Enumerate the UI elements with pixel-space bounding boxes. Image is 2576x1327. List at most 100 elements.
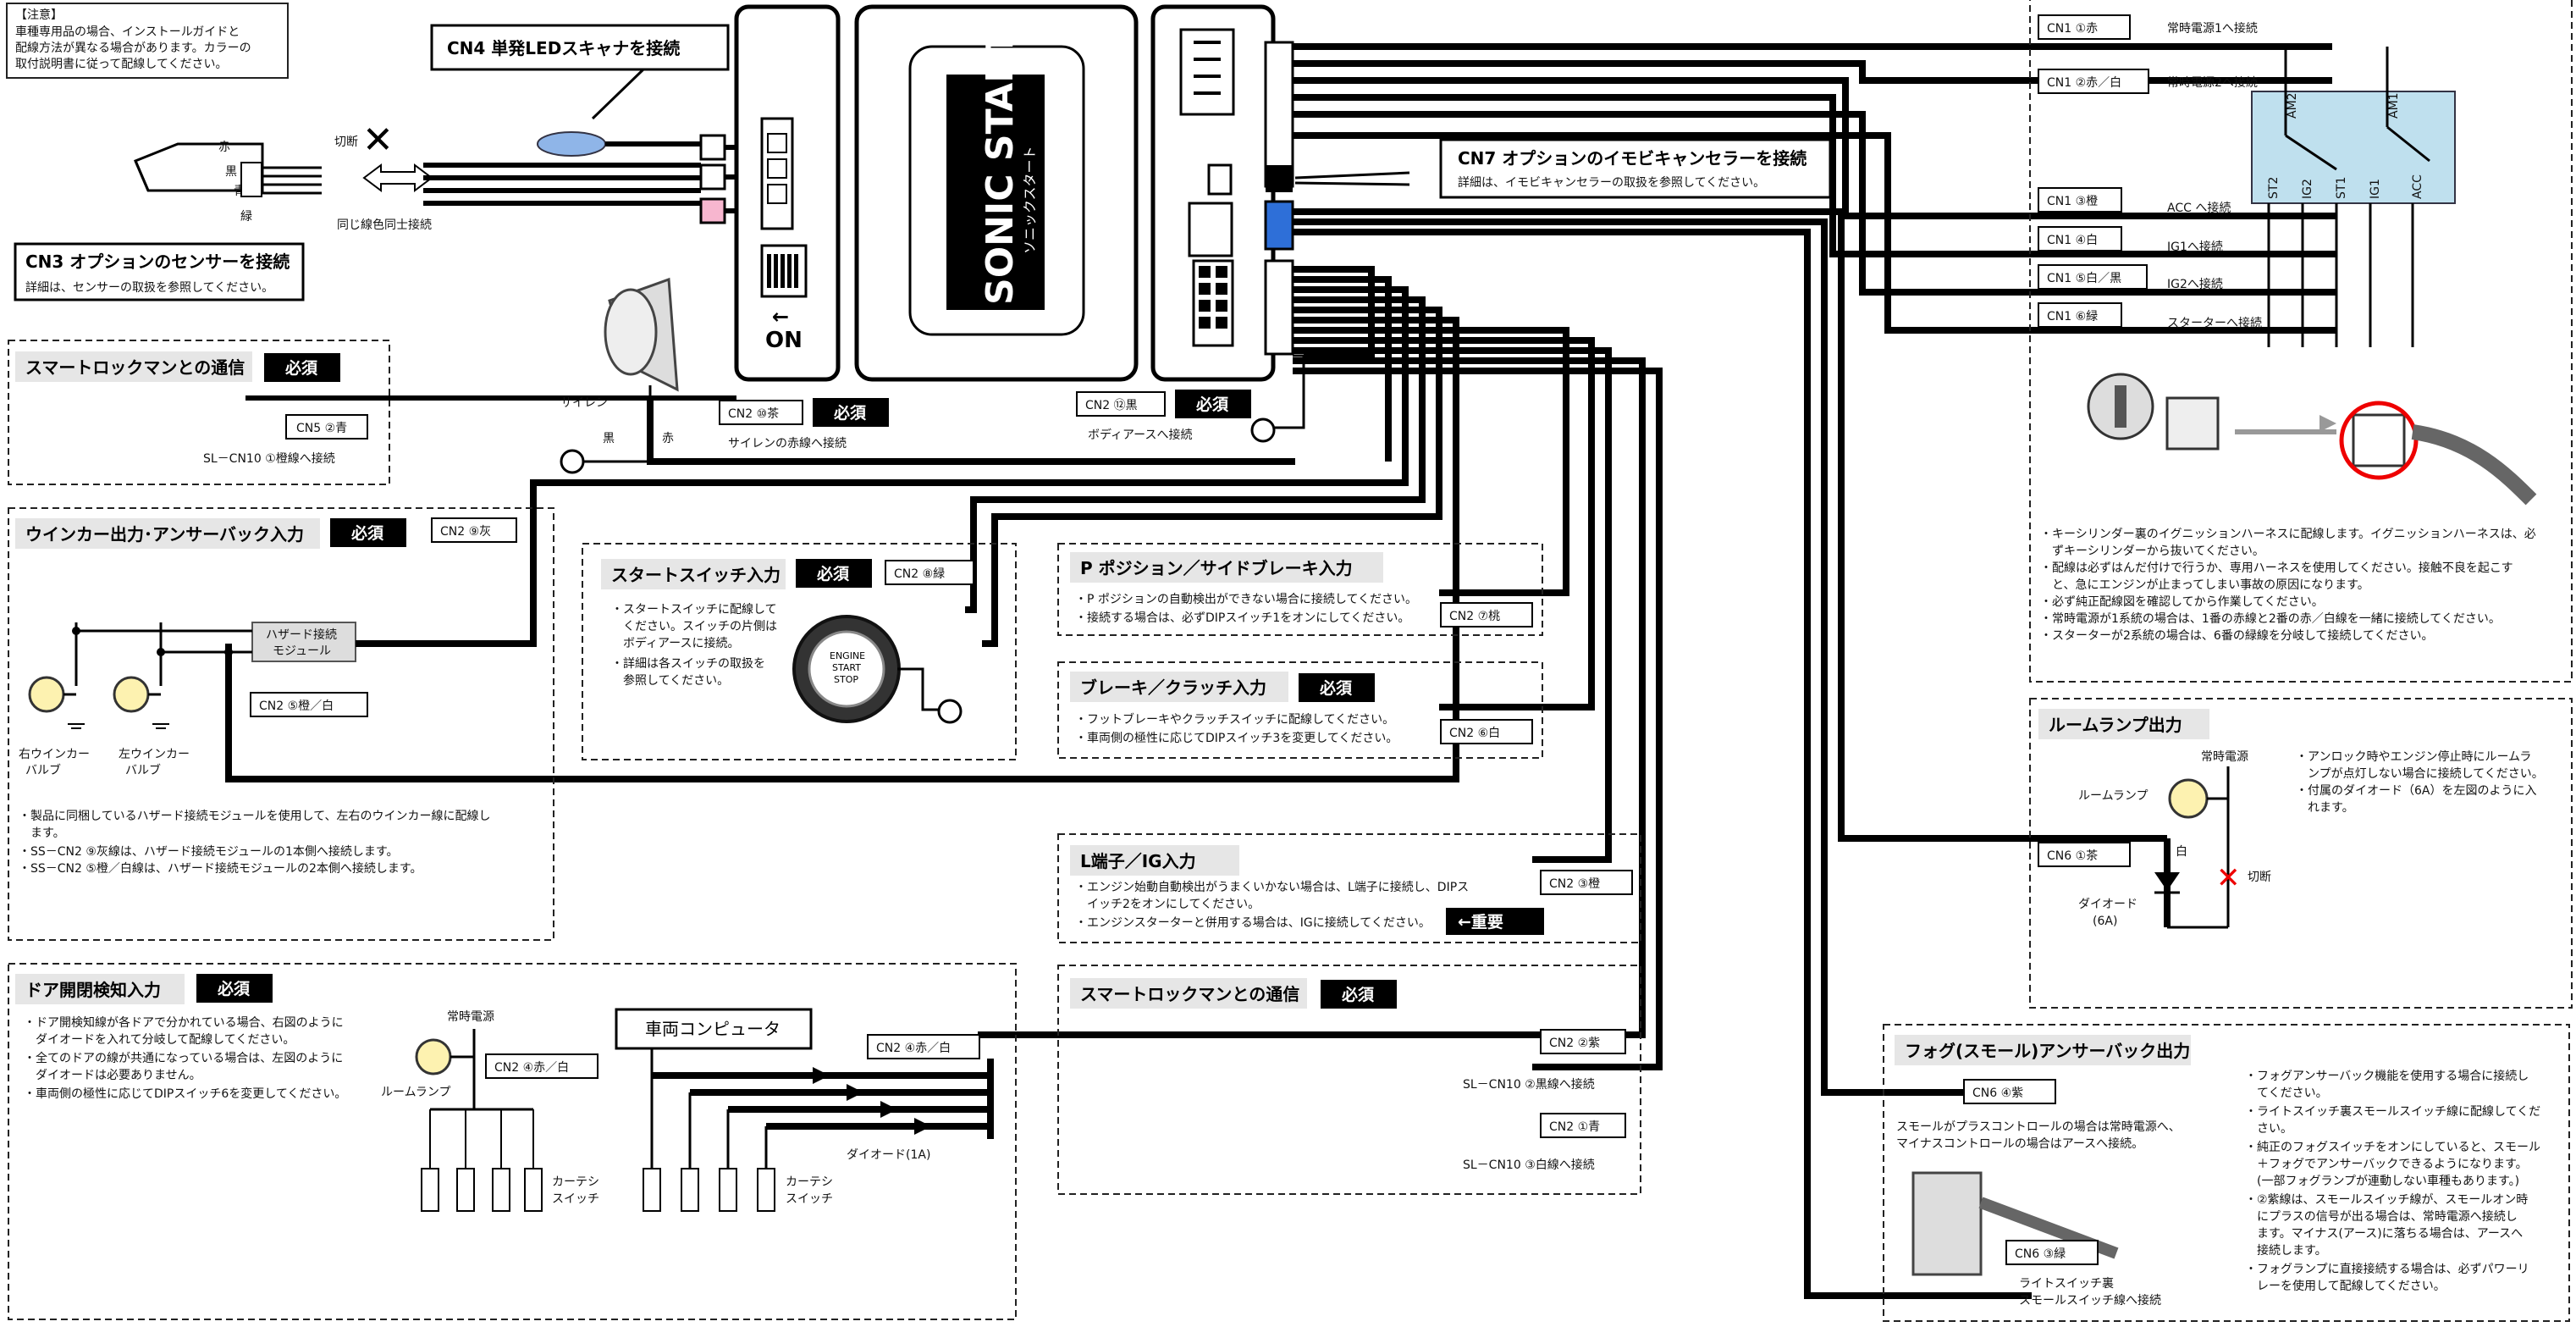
lterm-important: ←重要 (1458, 913, 1503, 932)
ppos-title: P ポジション／サイドブレーキ入力 (1080, 558, 1353, 578)
svg-text:・SS－CN2 ⑨灰線は、ハザード接続モジュールの1本側へ接: ・SS－CN2 ⑨灰線は、ハザード接続モジュールの1本側へ接続します。 (19, 844, 398, 859)
svg-text:・P ポジションの自動検出ができない場合に接続してください。: ・P ポジションの自動検出ができない場合に接続してください。 (1075, 592, 1417, 606)
cn3-title: CN3 オプションのセンサーを接続 (25, 252, 290, 272)
svg-text:AM2: AM2 (2286, 92, 2299, 119)
svg-text:バルブ: バルブ (125, 763, 161, 777)
unit-brand-kana: ソニックスタート (1022, 146, 1038, 254)
door-tag-right: CN2 ④赤／白 (876, 1042, 951, 1055)
svg-text:左ウインカー: 左ウインカー (119, 748, 190, 761)
svg-text:にプラスの信号が出る場合は、常時電源へ接続し: にプラスの信号が出る場合は、常時電源へ接続し (2245, 1209, 2518, 1224)
ground-ring-icon (1250, 417, 1276, 443)
svg-text:ダイオードを入れて分岐して配線してください。: ダイオードを入れて分岐して配線してください。 (24, 1033, 295, 1047)
svg-text:スイッチ: スイッチ (786, 1192, 833, 1206)
fog-title: フォグ(スモール)アンサーバック出力 (1905, 1041, 2190, 1061)
svg-text:・フットブレーキやクラッチスイッチに配線してください。: ・フットブレーキやクラッチスイッチに配線してください。 (1075, 712, 1394, 727)
ignition-tag-1: CN1 ①赤常時電源1へ接続 (2038, 14, 2258, 40)
siren-section: サイレン 黒 赤 CN2 ⑩茶 必須 サイレンの赤線へ接続 (560, 277, 1295, 474)
lterm-section: L端子／IG入力 CN2 ③橙 ・エンジン始動自動検出がうまくいかない場合は、L… (1057, 833, 1641, 943)
left-winker-bulb-icon (113, 676, 150, 713)
notice-line-2: 配線方法が異なる場合があります。カラーの (15, 41, 251, 55)
smartlock-mid-title: スマートロックマンとの通信 (1080, 984, 1299, 1004)
smartlock-mid-desc-2: SL－CN10 ③白線へ接続 (1463, 1158, 1595, 1172)
svg-text:ハザード接続: ハザード接続 (266, 628, 337, 642)
svg-text:モジュール: モジュール (273, 644, 331, 658)
svg-text:・配線は必ずはんだ付けで行うか、専用ハーネスを使用してくださ: ・配線は必ずはんだ付けで行うか、専用ハーネスを使用してください。接触不良を起こす (2040, 561, 2513, 575)
svg-text:・製品に同梱しているハザード接続モジュールを使用して、左右の: ・製品に同梱しているハザード接続モジュールを使用して、左右のウインカー線に配線し (19, 809, 490, 823)
ppos-tag: CN2 ⑦桃 (1449, 610, 1500, 623)
svg-text:接続します。: 接続します。 (2245, 1243, 2327, 1258)
cn4-title: CN4 単発LEDスキャナを接続 (447, 38, 680, 58)
svg-text:・常時電源が1系統の場合は、1番の赤線と2番の赤／白線を一緒: ・常時電源が1系統の場合は、1番の赤線と2番の赤／白線を一緒に接続してください。 (2040, 611, 2501, 626)
svg-text:参照してください。: 参照してください。 (611, 673, 729, 688)
cn3-section: 赤 黒 青 緑 切断 ✕ 同じ線色同士接続 CN3 オプションのセンサーを接続 … (14, 119, 701, 301)
siren-black: 黒 (603, 432, 615, 445)
svg-text:ンプが点灯しない場合に接続してください。: ンプが点灯しない場合に接続してください。 (2296, 766, 2544, 781)
vehicle-computer (615, 1008, 813, 1050)
svg-text:ACC へ接続: ACC へ接続 (2167, 201, 2231, 215)
svg-text:・全てのドアの線が共通になっている場合は、左図のように: ・全てのドアの線が共通になっている場合は、左図のように (24, 1051, 343, 1065)
room-title: ルームランプ出力 (2049, 715, 2182, 735)
svg-text:・エンジンスターターと併用する場合は、IGに接続してください: ・エンジンスターターと併用する場合は、IGに接続してください。 (1075, 915, 1431, 930)
svg-text:・ライトスイッチ裏スモールスイッチ線に配線してくだ: ・ライトスイッチ裏スモールスイッチ線に配線してくだ (2245, 1104, 2540, 1119)
cn7-desc: 詳細は、イモビキャンセラーの取扱を参照してください。 (1458, 175, 1765, 190)
svg-text:スモールがプラスコントロールの場合は常時電源へ、: スモールがプラスコントロールの場合は常時電源へ、 (1896, 1120, 2181, 1134)
svg-text:と、急にエンジンが止まってしまい事故の原因になります。: と、急にエンジンが止まってしまい事故の原因になります。 (2040, 578, 2369, 592)
brake-section: ブレーキ／クラッチ入力 必須 ・フットブレーキやクラッチスイッチに配線してくださ… (1057, 661, 1543, 759)
room-lamp-bulb-icon (2168, 778, 2209, 819)
svg-text:バルブ: バルブ (25, 763, 61, 777)
room-cut-icon: ✕ (2216, 861, 2241, 895)
room-diode-icon (2154, 872, 2180, 891)
startswitch-title: スタートスイッチ入力 (611, 565, 781, 585)
svg-text:ACC: ACC (2411, 174, 2424, 199)
brake-tag: CN2 ⑥白 (1449, 727, 1500, 740)
svg-text:・SS－CN2 ⑤橙／白線は、ハザード接続モジュールの2本側: ・SS－CN2 ⑤橙／白線は、ハザード接続モジュールの2本側へ接続します。 (19, 861, 422, 876)
smartlock-mid-desc-1: SL－CN10 ②黒線へ接続 (1463, 1077, 1595, 1092)
svg-text:ずキーシリンダーから抜いてください。: ずキーシリンダーから抜いてください。 (2040, 545, 2264, 558)
svg-text:必須: 必須 (1341, 985, 1375, 1004)
svg-text:CN1 ②赤／白: CN1 ②赤／白 (2047, 76, 2121, 90)
svg-text:・②紫線は、スモールスイッチ線が、スモールオン時: ・②紫線は、スモールスイッチ線が、スモールオン時 (2245, 1193, 2528, 1207)
svg-text:れます。: れます。 (2296, 801, 2354, 815)
svg-text:・キーシリンダー裏のイグニッションハーネスに配線します。イグ: ・キーシリンダー裏のイグニッションハーネスに配線します。イグニッションハーネスは… (2040, 527, 2536, 541)
svg-text:・スタートスイッチに配線して: ・スタートスイッチに配線して (611, 603, 777, 617)
svg-text:ライトスイッチ裏: ライトスイッチ裏 (2019, 1276, 2114, 1291)
fog-tag: CN6 ④紫 (1972, 1086, 2023, 1100)
notice-heading: 【注意】 (15, 8, 63, 22)
svg-text:カーテシ: カーテシ (552, 1175, 599, 1189)
svg-text:マイナスコントロールの場合はアースへ接続。: マイナスコントロールの場合はアースへ接続。 (1896, 1136, 2143, 1151)
svg-text:・フォグアンサーバック機能を使用する場合に接続し: ・フォグアンサーバック機能を使用する場合に接続し (2245, 1069, 2529, 1083)
startswitch-section: スタートスイッチ入力 必須 CN2 ⑧緑 ・スタートスイッチに配線して ください… (582, 543, 1017, 760)
svg-text:IG1: IG1 (2369, 179, 2382, 199)
lterm-title: L端子／IG入力 (1080, 851, 1196, 871)
svg-text:レーを使用して配線してください。: レーを使用して配線してください。 (2245, 1279, 2446, 1293)
door-tag: CN2 ④赤／白 (494, 1061, 569, 1075)
connect-arrow-icon (362, 163, 433, 192)
svg-text:STOP: STOP (834, 674, 858, 685)
siren-red: 赤 (662, 432, 674, 445)
svg-text:スターターへ接続: スターターへ接続 (2167, 316, 2262, 330)
svg-text:必須: 必須 (1195, 395, 1229, 414)
room-section: ルームランプ出力 常時電源 ルームランプ ✕ 切断 白 CN6 ①茶 ダイオード… (2029, 698, 2573, 1009)
brake-title: ブレーキ／クラッチ入力 (1080, 677, 1266, 698)
notice-line-1: 車種専用品の場合、インストールガイドと (15, 25, 240, 39)
fog-section: フォグ(スモール)アンサーバック出力 CN6 ④紫 スモールがプラスコントロール… (1883, 1024, 2570, 1322)
svg-text:・車両側の極性に応じてDIPスイッチ6を変更してください。: ・車両側の極性に応じてDIPスイッチ6を変更してください。 (24, 1086, 346, 1101)
svg-text:・詳細は各スイッチの取扱を: ・詳細は各スイッチの取扱を (611, 657, 765, 671)
svg-text:・スターターが2系統の場合は、6番の緑線を分岐して接続してく: ・スターターが2系統の場合は、6番の緑線を分岐して接続してください。 (2040, 628, 2434, 643)
notice-box: 【注意】 車種専用品の場合、インストールガイドと 配線方法が異なる場合があります… (6, 3, 289, 79)
svg-text:ダイオードは必要ありません。: ダイオードは必要ありません。 (24, 1069, 201, 1082)
svg-text:IG2: IG2 (2301, 179, 2314, 199)
svg-text:常時電源2へ接続: 常時電源2へ接続 (2167, 75, 2258, 90)
svg-text:必須: 必須 (816, 564, 850, 583)
svg-text:・ドア開検知線が各ドアで分かれている場合、右図のように: ・ドア開検知線が各ドアで分かれている場合、右図のように (24, 1015, 344, 1030)
svg-text:CN1 ④白: CN1 ④白 (2047, 234, 2098, 247)
svg-text:必須: 必須 (217, 979, 251, 998)
led-scanner-icon (537, 131, 606, 157)
room-power: 常時電源 (2201, 750, 2248, 764)
svg-text:CN1 ①赤: CN1 ①赤 (2047, 22, 2098, 36)
light-switch-icon (1911, 1171, 1983, 1276)
smartlock-mid-tag-2: CN2 ①青 (1549, 1120, 1600, 1134)
svg-text:てください。: てください。 (2245, 1086, 2328, 1100)
cn7-callout: CN7 オプションのイモビキャンセラーを接続 詳細は、イモビキャンセラーの取扱を… (1294, 138, 1832, 199)
